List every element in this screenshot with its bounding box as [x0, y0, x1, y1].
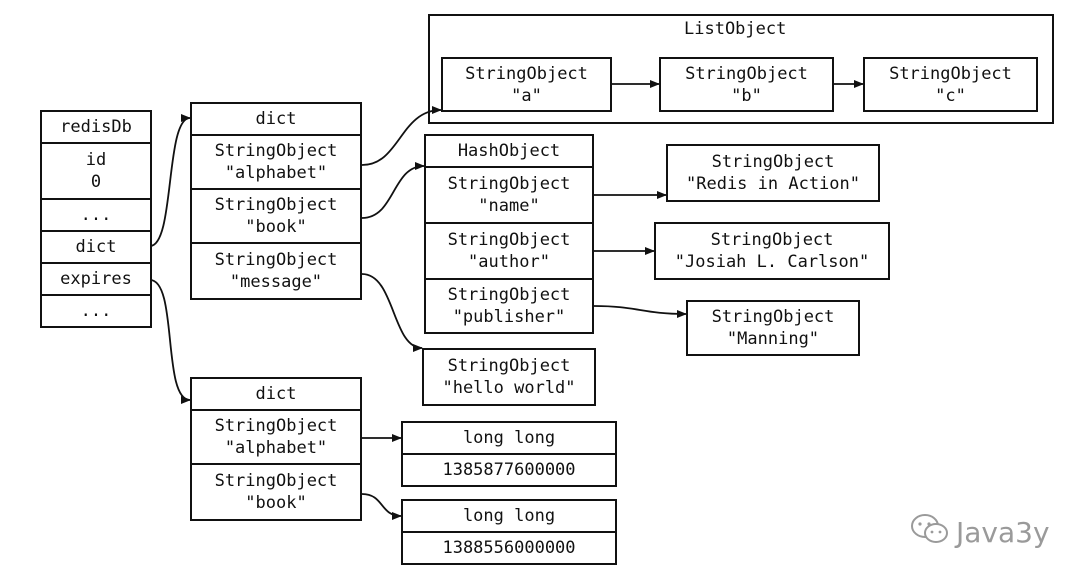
arrow-publisher-to-manning	[593, 305, 687, 318]
keyspace-dict-title: dict	[190, 102, 362, 136]
hash-field-name: StringObject "name"	[424, 166, 594, 224]
expires-dict-title: dict	[190, 377, 362, 411]
redisdb-ellipsis-bottom: ...	[40, 294, 152, 328]
arrow-book-to-hashobject	[361, 162, 425, 219]
keyspace-key-book: StringObject "book"	[190, 188, 362, 244]
string-hello-world: StringObject "hello world"	[422, 348, 596, 406]
redisdb-dict-field: dict	[40, 230, 152, 264]
wechat-icon	[910, 512, 950, 553]
redisdb-expires-field: expires	[40, 262, 152, 296]
hash-field-publisher: StringObject "publisher"	[424, 278, 594, 334]
hash-value-redis-in-action: StringObject "Redis in Action"	[666, 144, 880, 202]
hash-value-josiah-carlson: StringObject "Josiah L. Carlson"	[654, 222, 890, 280]
expire-alphabet-value: 1385877600000	[401, 453, 617, 487]
keyspace-key-alphabet: StringObject "alphabet"	[190, 134, 362, 190]
watermark-text: Java3y	[956, 516, 1050, 549]
arrow-redisdb-expires-to-expires-dict	[149, 279, 191, 404]
list-item-a: StringObject "a"	[441, 57, 612, 112]
list-item-b: StringObject "b"	[659, 57, 834, 112]
expire-book-type: long long	[401, 499, 617, 533]
listobject-frame	[428, 14, 1054, 124]
list-item-c: StringObject "c"	[863, 57, 1038, 112]
hash-field-author: StringObject "author"	[424, 222, 594, 280]
hash-value-manning: StringObject "Manning"	[686, 300, 860, 356]
expire-book-value: 1388556000000	[401, 531, 617, 565]
expire-alphabet-type: long long	[401, 421, 617, 455]
redisdb-ellipsis-top: ...	[40, 198, 152, 232]
arrow-redisdb-dict-to-keyspace	[149, 114, 191, 247]
arrow-message-to-hello-world	[361, 273, 423, 352]
hashobject-title: HashObject	[424, 134, 594, 168]
watermark: Java3y	[910, 512, 1050, 553]
arrow-expires-book-to-long-long	[361, 493, 402, 520]
redisdb-title: redisDb	[40, 110, 152, 144]
expires-key-alphabet: StringObject "alphabet"	[190, 409, 362, 465]
redisdb-id-field: id 0	[40, 142, 152, 200]
expires-key-book: StringObject "book"	[190, 463, 362, 521]
listobject-title: ListObject	[684, 19, 787, 39]
keyspace-key-message: StringObject "message"	[190, 242, 362, 300]
